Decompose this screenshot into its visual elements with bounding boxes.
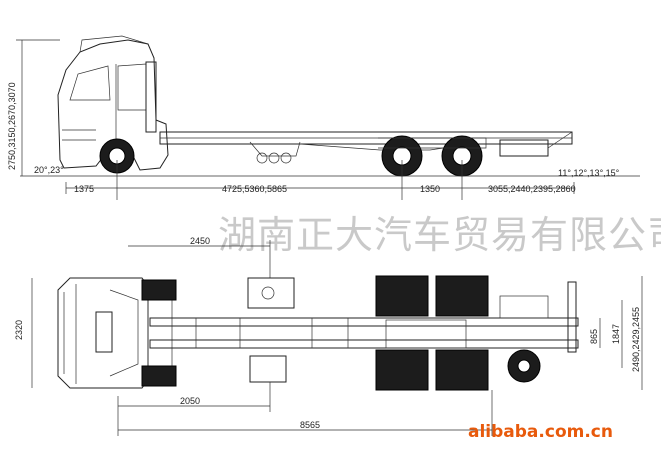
watermark-text: 湖南正大汽车贸易有限公司 — [218, 213, 661, 257]
approach-angle: 20°,23° — [34, 165, 64, 175]
rear-tires-right-1 — [375, 349, 429, 391]
cab-top — [57, 277, 149, 389]
cab-roof — [79, 35, 149, 53]
rear-tires-left-2 — [435, 275, 489, 317]
departure-angle: 11°,12°,13°,15° — [558, 168, 620, 178]
side-view: 2750,3150,2670,3070 20°,23° 11°,12°,13°,… — [7, 35, 640, 200]
rear-crossmember — [567, 281, 577, 353]
cab-hatch — [95, 311, 113, 353]
wheelbase: 4725,5360,5865 — [222, 184, 287, 194]
fuel-tank — [247, 277, 295, 309]
axle-spacing: 1350 — [420, 184, 440, 194]
rear-bracket — [499, 295, 549, 319]
tank-offset: 2450 — [190, 236, 210, 246]
rear-tires-left-1 — [375, 275, 429, 317]
battery-offset: 2050 — [180, 396, 200, 406]
rear-tires-right-2 — [435, 349, 489, 391]
track-width: 1847 — [611, 324, 621, 344]
alibaba-brand: alibaba.com.cn — [468, 422, 613, 442]
front-tire-right — [141, 365, 177, 387]
rear-overhang: 3055,2440,2395,2860 — [488, 184, 576, 194]
grille — [62, 129, 96, 141]
width-dim: 2320 — [14, 320, 24, 340]
rear-axles — [385, 319, 467, 349]
front-tire-left — [141, 279, 177, 301]
rear-width: 2490,2429,2455 — [631, 307, 641, 372]
top-view: 2450 2320 865 — [14, 236, 643, 436]
frame-rail-right — [149, 339, 579, 349]
frame-width: 865 — [589, 329, 599, 344]
total-length: 8565 — [300, 420, 320, 430]
door-window — [117, 63, 147, 111]
front-overhang: 1375 — [74, 184, 94, 194]
rear-bumper-bracket — [499, 139, 549, 157]
windshield — [69, 65, 111, 101]
air-tanks — [249, 141, 301, 157]
frame-rail-left — [149, 317, 579, 327]
exhaust-stack — [145, 61, 157, 133]
height-dim: 2750,3150,2670,3070 — [7, 82, 17, 170]
battery-box — [249, 355, 287, 383]
